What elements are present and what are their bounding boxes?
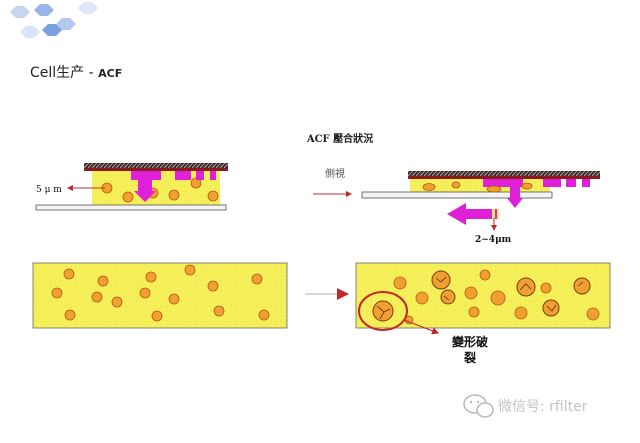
after-bonding-side-view: 2~4μm bbox=[361, 171, 600, 245]
bump bbox=[131, 171, 161, 180]
deformed-particle bbox=[415, 291, 429, 305]
pressure-arrow bbox=[134, 180, 156, 202]
deformed-particle bbox=[540, 282, 552, 294]
deformed-particle bbox=[431, 270, 451, 290]
flattened-particle bbox=[521, 182, 533, 190]
conductive-particle bbox=[213, 305, 225, 317]
highlight-circle bbox=[358, 291, 408, 331]
deformed-particle bbox=[516, 277, 536, 297]
chip-base bbox=[84, 168, 228, 171]
watermark-text: 微信号: rfilter bbox=[498, 399, 588, 415]
conductive-particle bbox=[91, 291, 103, 303]
bump bbox=[483, 179, 523, 187]
bump bbox=[566, 179, 576, 187]
conductive-particle bbox=[184, 264, 196, 276]
conductive-particle bbox=[251, 273, 263, 285]
chip-hatch-layer bbox=[408, 171, 600, 176]
pressure-arrow bbox=[507, 187, 523, 208]
conductive-particle bbox=[139, 287, 151, 299]
conductive-particle bbox=[207, 190, 219, 202]
conductive-particle bbox=[64, 309, 76, 321]
conductive-particle bbox=[122, 191, 134, 203]
bump bbox=[210, 171, 216, 180]
conductive-particle bbox=[97, 275, 109, 287]
after-bonding-top-view bbox=[355, 262, 611, 335]
wechat-watermark: 微信号: rfilter bbox=[463, 394, 588, 418]
bump bbox=[543, 179, 561, 187]
deformed-particle bbox=[440, 289, 456, 305]
conductive-particle bbox=[111, 296, 123, 308]
dimension-label-left: 5 μ m bbox=[36, 185, 62, 195]
flattened-particle bbox=[486, 185, 502, 193]
chip-hatch-layer bbox=[84, 163, 228, 168]
conductive-particle bbox=[63, 268, 75, 280]
hexagon-decoration bbox=[10, 2, 98, 38]
deformed-particle bbox=[468, 306, 480, 318]
flow-arrow bbox=[447, 203, 498, 225]
conductive-particle bbox=[258, 309, 270, 321]
diagram-heading: ACF 壓合狀況 bbox=[306, 132, 373, 145]
bump bbox=[175, 171, 191, 180]
conductive-particle bbox=[168, 293, 180, 305]
deformation-label-line1: 變形破 bbox=[451, 334, 488, 349]
side-view-label: 側視 bbox=[325, 167, 345, 180]
glass-substrate bbox=[361, 191, 553, 199]
bump bbox=[582, 179, 590, 187]
slide-title: Cell生产 - ACF bbox=[30, 65, 122, 81]
chip-base bbox=[408, 176, 600, 179]
deformed-particle bbox=[542, 299, 560, 317]
conductive-particle bbox=[51, 287, 63, 299]
flattened-particle bbox=[422, 183, 436, 191]
conductive-particle bbox=[168, 189, 180, 201]
deformed-particle bbox=[573, 277, 591, 295]
deformed-particle bbox=[393, 276, 407, 290]
deformed-particle bbox=[490, 290, 506, 306]
callout-arrow bbox=[403, 319, 440, 335]
dimension-label-right: 2~4μm bbox=[475, 235, 512, 245]
flattened-particle bbox=[451, 181, 461, 189]
conductive-particle bbox=[145, 271, 157, 283]
conductive-particle bbox=[151, 310, 163, 322]
before-bonding-top-view bbox=[32, 262, 288, 329]
deformation-label-line2: 裂 bbox=[463, 350, 476, 365]
deformed-particle bbox=[464, 286, 478, 300]
deformed-particle bbox=[479, 269, 491, 281]
conductive-particle bbox=[207, 280, 219, 292]
bump bbox=[196, 171, 204, 180]
glass-substrate bbox=[35, 204, 227, 211]
before-bonding-side-view: 5 μ m bbox=[35, 163, 228, 211]
deformed-particle bbox=[514, 306, 528, 320]
deformed-particle bbox=[586, 307, 600, 321]
